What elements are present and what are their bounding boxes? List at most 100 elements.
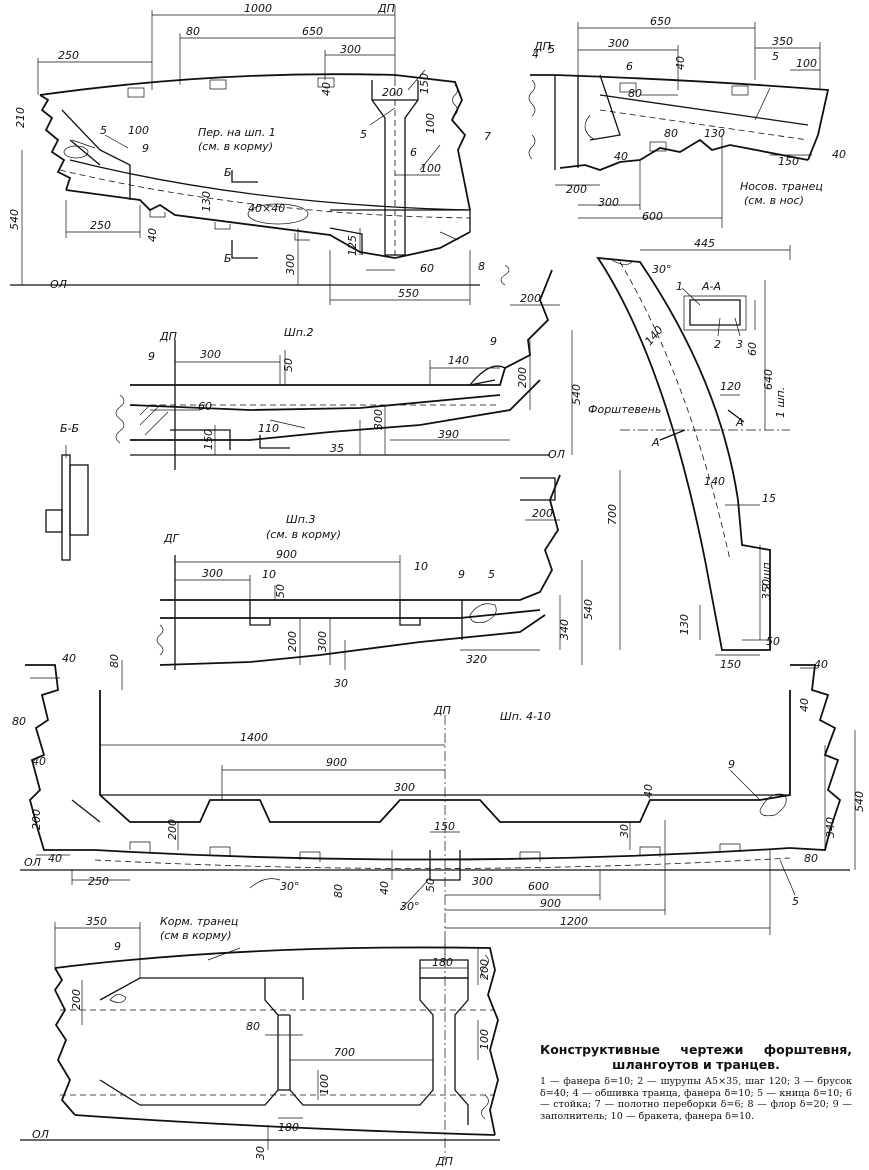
view-bulkhead-1-labels: 1000 650 300 80 250 210 5 100 9 150 40 2…	[8, 2, 491, 300]
dim-label: 300	[472, 875, 493, 888]
dim-label: 340	[824, 817, 837, 838]
dim-label: 40	[642, 784, 655, 798]
dim-label: 200	[516, 367, 529, 388]
dim-label: 200	[382, 86, 403, 99]
dim-label: 300	[284, 254, 297, 275]
caption-legend: 1 — фанера δ=10; 2 — шурупы А5×35, шаг 1…	[540, 1076, 852, 1122]
dim-label: 30	[254, 1146, 267, 1160]
view-frame-3-labels: 900 300 10 10 50 200 300 200 9 5 340 540…	[163, 507, 595, 690]
dim-label: 200	[70, 989, 83, 1010]
dim-label: 540	[570, 384, 583, 405]
dim-label: 110	[258, 422, 279, 435]
dim-label: 150	[202, 429, 215, 450]
dim-label: 40	[378, 881, 391, 895]
dim-label: 30°	[280, 880, 300, 893]
dim-label: 200	[520, 292, 541, 305]
part-number: 2	[714, 338, 721, 351]
dim-label: 100	[796, 57, 817, 70]
dim-label: 8	[478, 260, 485, 273]
dim-label: 650	[650, 15, 671, 28]
dim-label: 150	[418, 73, 431, 94]
dim-label: 80	[12, 715, 26, 728]
dim-label: 100	[478, 1029, 491, 1050]
dim-label: 300	[394, 781, 415, 794]
dim-label: 35	[330, 442, 344, 455]
dim-label: 80	[108, 654, 121, 668]
dim-label: 60	[198, 400, 212, 413]
part-number: 5	[772, 50, 779, 63]
dim-label: 900	[326, 756, 347, 769]
view-frame-3	[156, 474, 583, 670]
dim-label: 40	[32, 755, 46, 768]
view-bulkhead-1	[10, 5, 480, 305]
view-stern-transom-labels: 350 9 200 80 700 180 200 100 100 180 30 …	[32, 915, 491, 1168]
dim-label: 80	[664, 127, 678, 140]
part-number: 4	[532, 48, 539, 61]
part-number: 3	[736, 338, 743, 351]
dim-label: 50	[274, 584, 287, 598]
section-mark: А	[651, 436, 660, 449]
dim-label: 125	[346, 235, 359, 256]
dim-label: 140	[704, 475, 725, 488]
view-title: Шп.2	[284, 326, 313, 339]
part-number: 1	[676, 280, 683, 293]
dim-label: 200	[166, 819, 179, 840]
dim-label: 1000	[244, 2, 272, 15]
view-stem-labels: 445 30° 1 2 3 60 640 140 120 140 700 15 …	[588, 237, 787, 671]
dim-label: 650	[302, 25, 323, 38]
baseline-mark: ОЛ	[32, 1128, 49, 1141]
part-number: 5	[488, 568, 495, 581]
part-number: 5	[548, 43, 555, 56]
dim-label: 600	[642, 210, 663, 223]
dim-label: 250	[90, 219, 111, 232]
dim-label: 40	[798, 698, 811, 712]
dim-label: 150	[434, 820, 455, 833]
dim-label: 100	[420, 162, 441, 175]
dim-label: 80	[332, 884, 345, 898]
dim-label: 40	[62, 652, 76, 665]
part-number: 6	[626, 60, 633, 73]
dim-label: 300	[316, 631, 329, 652]
dim-label: 120	[720, 380, 741, 393]
dim-label: 700	[606, 504, 619, 525]
dim-label: 60	[420, 262, 434, 275]
dim-label: 540	[8, 209, 21, 230]
view-subtitle: (см. в корму)	[198, 140, 273, 153]
section-mark: Б	[224, 252, 232, 265]
dim-label: 100	[424, 113, 437, 134]
part-number: 9	[728, 758, 735, 771]
dim-label: 130	[678, 614, 691, 635]
dim-label: 100	[318, 1074, 331, 1095]
dim-label: 700	[334, 1046, 355, 1059]
section-mark: А	[735, 416, 744, 429]
view-title: Корм. транец	[160, 915, 238, 928]
dim-label: 30	[618, 824, 631, 838]
dp-mark: ДП	[435, 1155, 453, 1168]
dim-label: 6	[410, 146, 417, 159]
dim-label: 60	[746, 342, 759, 356]
dim-label: 100	[128, 124, 149, 137]
dim-label: 30	[334, 677, 348, 690]
view-subtitle: (см. в корму)	[266, 528, 341, 541]
dim-label: 300	[598, 196, 619, 209]
dim-label: 150	[778, 155, 799, 168]
part-number: 9	[490, 335, 497, 348]
dim-label: 390	[438, 428, 459, 441]
view-stem	[596, 245, 791, 656]
size-label: 40×40	[248, 202, 285, 215]
dim-label: 900	[540, 897, 561, 910]
dim-label: 250	[58, 49, 79, 62]
baseline-mark: ОЛ	[548, 448, 565, 461]
dim-label: 540	[853, 791, 866, 812]
baseline-mark: ОЛ	[24, 856, 41, 869]
view-stern-transom	[20, 922, 500, 1160]
dim-label: 40	[146, 228, 159, 242]
dim-label: 5	[100, 124, 107, 137]
view-bow-transom-labels: 650 300 350 100 4 5 6 5 40 80 130 80 40 …	[532, 15, 846, 223]
dim-label: 140	[448, 354, 469, 367]
dim-label: 40	[832, 148, 846, 161]
dim-label: 130	[200, 191, 213, 212]
section-title: Б-Б	[60, 422, 79, 435]
dim-label: 80	[186, 25, 200, 38]
